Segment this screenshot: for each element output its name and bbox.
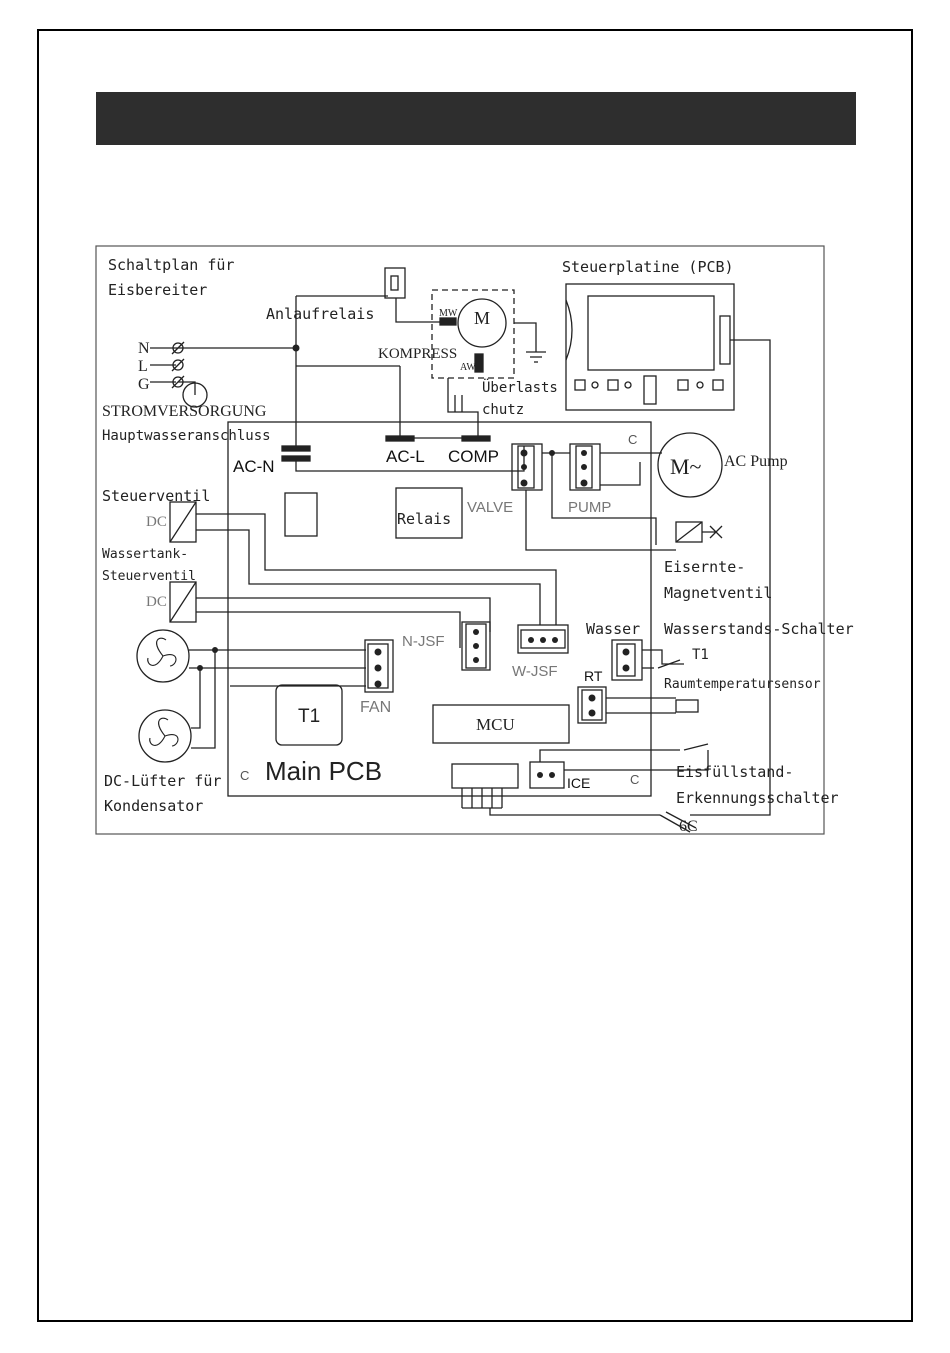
page-frame — [37, 29, 913, 1322]
relay-label: Relais — [397, 510, 451, 528]
main-pcb-label: Main PCB — [265, 756, 382, 786]
compressor-label: KOMPRESS — [378, 346, 457, 362]
wjsf-label: W-JSF — [512, 663, 558, 680]
ac-pump-label: AC Pump — [724, 453, 788, 470]
control-valve-label: Steuerventil — [102, 487, 210, 505]
main-water-label: Hauptwasseranschluss — [102, 428, 271, 444]
njsf-label: N-JSF — [402, 633, 445, 650]
tank-valve-label-2: Steuerventil — [102, 569, 196, 584]
overload-label-2: chutz — [482, 402, 524, 418]
valve-connector — [511, 443, 543, 491]
g-label: G — [138, 376, 150, 393]
acl-label: AC-L — [386, 447, 425, 466]
title-line1: Schaltplan für — [108, 256, 234, 274]
relay-box — [395, 487, 463, 539]
t1-chip — [275, 684, 343, 746]
dc-label-2: DC — [146, 594, 167, 610]
title-line2: Eisbereiter — [108, 281, 207, 299]
t1-chip-label: T1 — [298, 706, 320, 727]
rt-label: RT — [584, 668, 603, 684]
wasser-label: Wasser — [586, 620, 640, 638]
dc-label-1: DC — [146, 514, 167, 530]
acn-label: AC-N — [233, 457, 275, 476]
start-relay-label: Anlaufrelais — [266, 305, 374, 323]
ice-label: ICE — [567, 775, 590, 791]
level-switch-label: Wasserstands-Schalter — [664, 620, 854, 638]
room-sensor-label: Raumtemperatursensor — [664, 677, 821, 692]
motor-label: M — [474, 308, 490, 328]
title-bar — [96, 92, 856, 145]
compressor-box — [431, 289, 515, 379]
ice-harvest-label-1: Eisernte- — [664, 558, 745, 576]
corner-c-bottom-left: C — [240, 768, 249, 783]
corner-c-bottom-right: C — [630, 772, 639, 787]
overload-label-1: Überlasts — [482, 378, 558, 396]
power-supply-label: STROMVERSORGUNG — [102, 403, 267, 420]
tank-valve-label-1: Wassertank- — [102, 547, 188, 562]
ice-level-label-2: Erkennungsschalter — [676, 789, 839, 807]
corner-c-top-right: C — [628, 432, 637, 447]
valve-label: VALVE — [467, 499, 513, 516]
start-relay — [384, 267, 406, 299]
tank-valve — [169, 581, 197, 623]
fan-2 — [138, 709, 192, 763]
l-label: L — [138, 358, 148, 375]
n-label: N — [138, 340, 150, 357]
t1-sensor-label: T1 — [692, 647, 709, 663]
ice-harvest-label-2: Magnetventil — [664, 584, 772, 602]
comp-label: COMP — [448, 447, 499, 466]
mw-label: MW — [439, 308, 458, 319]
mcu-chip — [432, 704, 570, 744]
six-c-label: 6C — [679, 818, 698, 835]
pump-motor-label: M~ — [670, 454, 702, 479]
ac-pump-motor — [657, 432, 723, 498]
dc-fan-label-2: Kondensator — [104, 797, 203, 815]
aw-label: AW — [460, 362, 476, 373]
mcu-label: MCU — [476, 715, 515, 734]
control-valve — [169, 501, 197, 543]
diagram-border — [95, 245, 825, 835]
main-pcb-board — [227, 421, 652, 797]
fan-label: FAN — [360, 699, 391, 716]
control-pcb — [565, 283, 735, 411]
ic-chip — [284, 492, 318, 537]
ice-level-label-1: Eisfüllstand- — [676, 763, 793, 781]
fan-1 — [136, 629, 190, 683]
pcb-title: Steuerplatine (PCB) — [562, 258, 734, 276]
pump-label: PUMP — [568, 499, 611, 516]
pump-connector — [569, 443, 601, 491]
dc-fan-label-1: DC-Lüfter für — [104, 772, 221, 790]
